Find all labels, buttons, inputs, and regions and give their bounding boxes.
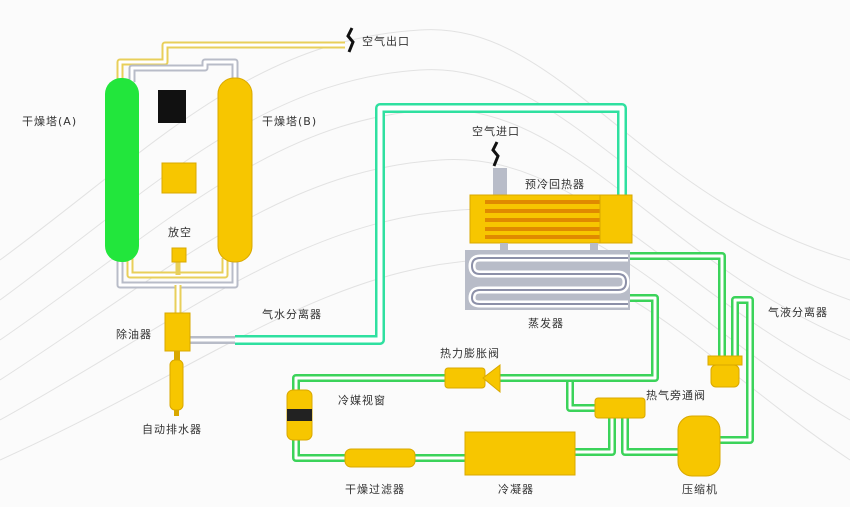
vent-valve <box>171 247 187 263</box>
label-tower-a: 干燥塔(A) <box>22 115 78 128</box>
control-valve-black <box>158 90 186 123</box>
air-outlet-pipe <box>116 41 345 82</box>
air-pipe-to-precooler <box>235 103 627 345</box>
label-air-outlet: 空气出口 <box>362 35 410 48</box>
label-sight-glass: 冷媒视窗 <box>338 394 386 407</box>
label-filter-drier: 干燥过滤器 <box>345 483 405 496</box>
label-condenser: 冷凝器 <box>498 483 534 496</box>
label-oil-remover: 除油器 <box>116 328 152 341</box>
gas-liquid-separator <box>707 355 743 388</box>
tower-bottom-pipes <box>116 258 239 344</box>
label-gas-liquid-separator: 气液分离器 <box>768 306 828 319</box>
drying-tower-b <box>217 77 253 263</box>
label-vent: 放空 <box>168 226 192 239</box>
label-air-inlet: 空气进口 <box>472 125 520 138</box>
bypass-valve <box>594 397 646 419</box>
sight-glass <box>286 389 313 441</box>
condenser <box>464 431 576 476</box>
label-auto-drain: 自动排水器 <box>142 423 202 436</box>
label-precooler: 预冷回热器 <box>525 178 585 191</box>
oil-remover <box>164 312 191 352</box>
auto-drain <box>169 359 184 411</box>
label-tower-b: 干燥塔(B) <box>262 115 318 128</box>
label-evaporator: 蒸发器 <box>528 317 564 330</box>
control-valve-yellow <box>161 162 197 194</box>
refrigerant-pipes-inner <box>294 254 752 460</box>
drying-tower-a <box>105 78 139 262</box>
air-outlet-icon <box>346 27 355 53</box>
precooler <box>469 194 633 251</box>
compressor <box>677 415 721 477</box>
expansion-valve <box>444 363 501 394</box>
label-water-separator: 气水分离器 <box>262 308 322 321</box>
air-inlet-stub <box>493 168 507 195</box>
evaporator <box>465 250 630 310</box>
filter-drier <box>344 448 416 468</box>
label-expansion-valve: 热力膨胀阀 <box>440 347 500 360</box>
label-bypass-valve: 热气旁通阀 <box>646 389 706 402</box>
air-inlet-icon <box>491 141 500 167</box>
label-compressor: 压缩机 <box>682 483 718 496</box>
